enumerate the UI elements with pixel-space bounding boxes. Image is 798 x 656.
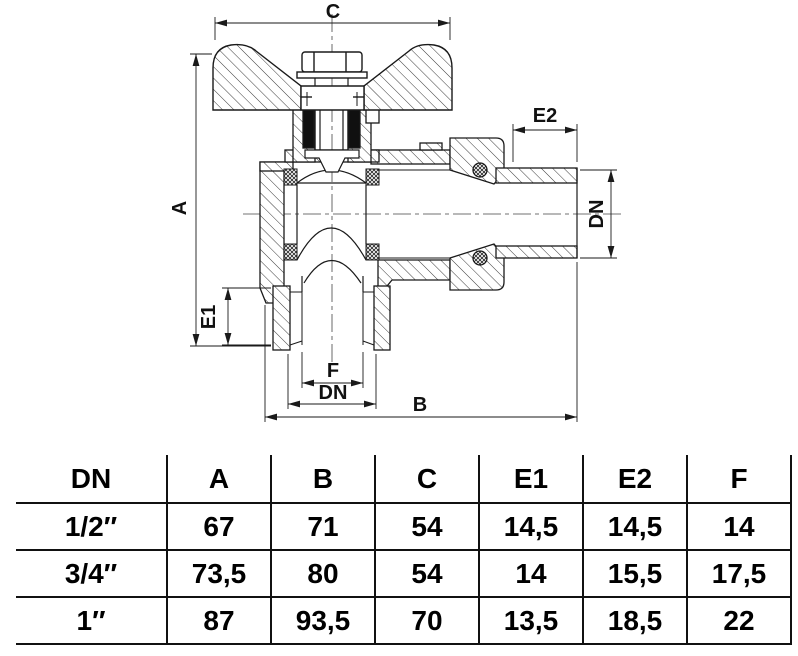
handle [212,43,453,111]
dim-label-c: C [326,1,340,23]
cell-c: 54 [374,503,479,551]
valve-body [259,142,451,304]
hex-nut [301,51,363,73]
outlet-male-thread [495,167,578,259]
cell-f: 17,5 [686,550,792,598]
cell-b: 93,5 [270,597,375,645]
col-header-f: F [686,455,792,504]
dim-label-e1: E1 [198,305,220,329]
col-header-a: A [166,455,271,504]
col-header-b: B [270,455,375,504]
handle-left-wing [212,43,302,111]
cell-e1: 14,5 [478,503,583,551]
cell-f: 14 [686,503,792,551]
dimension-labels: C A E2 DN E1 F DN B [169,1,608,416]
cell-a: 87 [166,597,271,645]
cell-e1: 14 [478,550,583,598]
dim-label-dn-bottom: DN [319,382,348,404]
dim-label-a: A [169,201,191,215]
inlet-female-thread [272,285,391,351]
col-header-c: C [374,455,479,504]
o-ring-bottom [472,250,488,266]
centerlines [243,14,623,362]
cell-a: 67 [166,503,271,551]
ball [296,169,367,292]
dimensions [190,17,617,422]
stem-packing-right [348,105,361,149]
cell-e1: 13,5 [478,597,583,645]
valve-cross-section-drawing: C A E2 DN E1 F DN B [169,1,623,422]
col-header-e1: E1 [478,455,583,504]
dim-label-dn-right: DN [586,200,608,229]
dim-label-e2: E2 [533,105,557,127]
cell-b: 80 [270,550,375,598]
stem-foot [304,149,360,173]
col-header-dn: DN [16,455,167,504]
handle-right-wing [363,43,453,111]
table-row: 3/4″ 73,5 80 54 14 15,5 17,5 [16,550,792,598]
cell-e2: 18,5 [582,597,687,645]
cell-dn: 1″ [16,597,167,645]
cell-dn: 3/4″ [16,550,167,598]
cell-a: 73,5 [166,550,271,598]
cell-e2: 14,5 [582,503,687,551]
table-header-row: DN A B C E1 E2 F [16,455,792,504]
cell-c: 70 [374,597,479,645]
cell-c: 54 [374,550,479,598]
cell-e2: 15,5 [582,550,687,598]
dim-label-b: B [413,394,427,416]
cell-b: 71 [270,503,375,551]
cell-f: 22 [686,597,792,645]
dimension-table: DN A B C E1 E2 F 1/2″ 67 71 54 14,5 14,5… [16,455,792,645]
cell-dn: 1/2″ [16,503,167,551]
handle-hub [300,85,365,111]
o-ring-top [472,162,488,178]
stem-packing-left [302,105,315,149]
washer [296,71,368,79]
col-header-e2: E2 [582,455,687,504]
table-row: 1/2″ 67 71 54 14,5 14,5 14 [16,503,792,551]
table-row: 1″ 87 93,5 70 13,5 18,5 22 [16,597,792,645]
ball-seats [283,168,380,261]
dim-label-f: F [327,360,339,382]
